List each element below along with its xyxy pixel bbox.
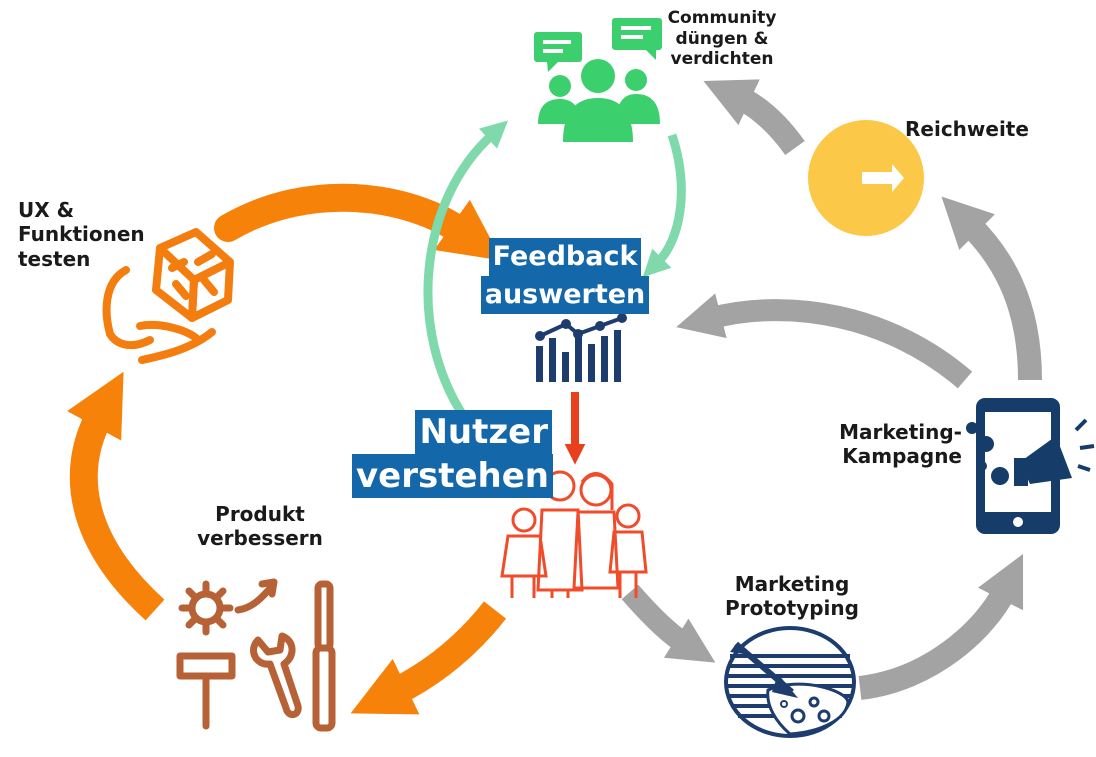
prototyping-label-line: Prototyping — [725, 596, 859, 621]
arrow-nutzer-to-produkt — [350, 601, 507, 715]
nutzer-label: Nutzer verstehen — [352, 410, 554, 498]
arrow-nutzer-to-prototyping — [621, 584, 716, 663]
community-label-line: Community — [667, 8, 777, 28]
feedback-label-line: auswerten — [480, 276, 650, 314]
hands-box-icon — [102, 228, 234, 364]
prototyping-label-line: Marketing — [734, 572, 850, 596]
feedback-label: Feedback auswerten — [470, 238, 660, 314]
feedback-label-line: Feedback — [488, 238, 642, 276]
arrow-nutzer-to-community — [423, 120, 509, 423]
produkt-label-line: Produkt — [215, 502, 305, 526]
ux-testen-label-line: Funktionen — [18, 222, 145, 247]
marketing-kampagne-label: Marketing- Kampagne — [812, 420, 962, 469]
prototyping-label: Marketing Prototyping — [712, 572, 872, 621]
arrow-reichweite-to-community — [703, 79, 805, 156]
marketing-kampagne-label-line: Marketing- — [839, 420, 962, 444]
ux-testen-label-line: testen — [18, 246, 91, 271]
arrow-target-icon — [724, 626, 856, 738]
tools-gear-icon — [176, 578, 336, 732]
community-label: Community düngen & verdichten — [652, 8, 792, 70]
bar-line-chart-icon — [535, 313, 627, 382]
arrow-right-circle-icon — [808, 120, 924, 236]
reichweite-label-line: Reichweite — [905, 117, 1029, 141]
produkt-label: Produkt verbessern — [180, 502, 340, 551]
ux-testen-label-line: UX & — [18, 198, 75, 222]
nutzer-label-line: Nutzer — [415, 410, 552, 454]
produkt-label-line: verbessern — [197, 526, 323, 551]
marketing-kampagne-label-line: Kampagne — [842, 444, 962, 469]
arrow-community-to-feedback — [642, 133, 686, 278]
community-label-line: verdichten — [670, 49, 774, 70]
ux-testen-label: UX & Funktionen testen — [18, 198, 178, 271]
reichweite-label: Reichweite — [905, 117, 1045, 141]
arrow-prototyping-to-kampagne — [858, 553, 1024, 700]
phone-megaphone-icon — [966, 398, 1095, 534]
arrow-ux-to-feedback — [214, 183, 503, 261]
people-chat-icon — [534, 18, 662, 142]
arrow-kampagne-to-feedback — [676, 293, 973, 389]
arrow-produkt-to-ux — [67, 371, 165, 621]
nutzer-label-line: verstehen — [352, 454, 554, 498]
arrow-kampagne-to-reichweite — [941, 196, 1042, 381]
community-label-line: düngen & — [675, 28, 769, 49]
family-icon — [500, 470, 648, 598]
